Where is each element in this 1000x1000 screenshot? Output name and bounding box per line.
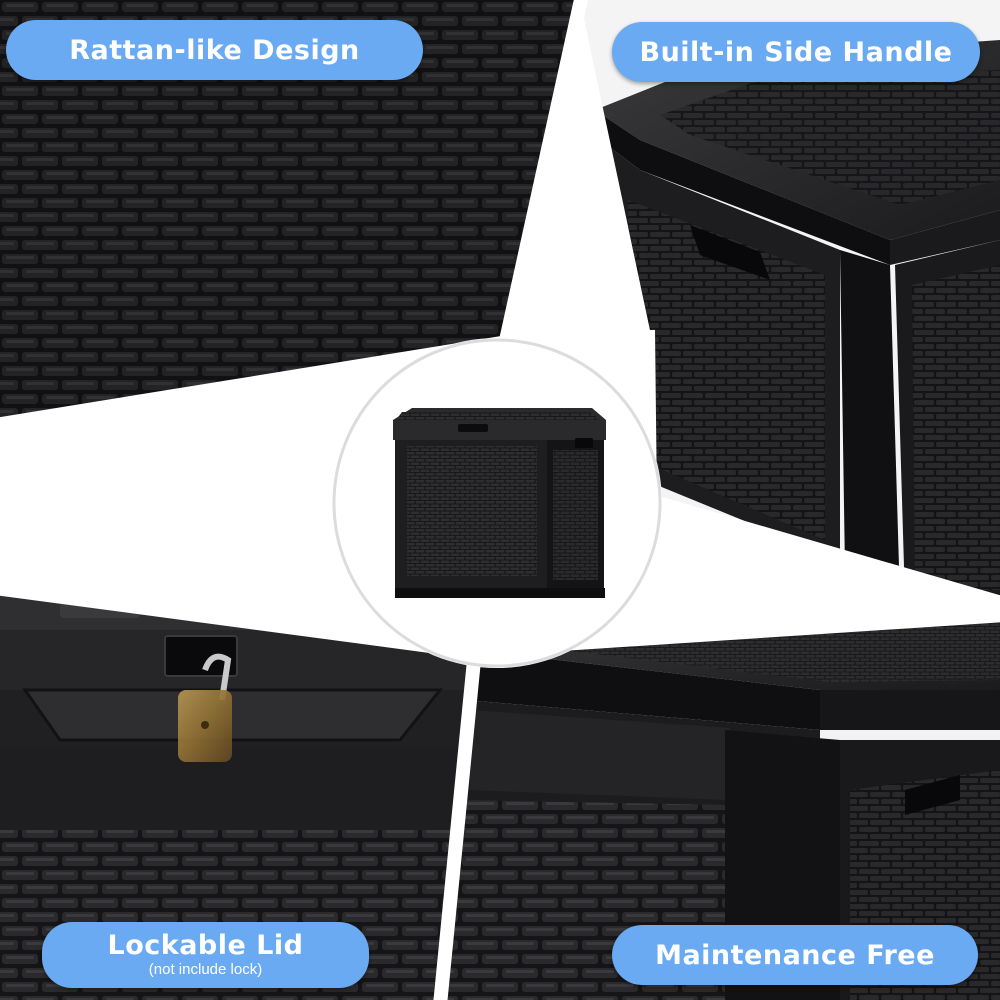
lock-not-included-note: (not include lock)	[148, 960, 263, 978]
rattan-design-label: Rattan-like Design	[69, 34, 360, 66]
side-handle-photo	[580, 0, 1000, 600]
lockable-lid-label: Lockable Lid	[107, 930, 304, 962]
side-handle-label: Built-in Side Handle	[639, 36, 953, 68]
maintenance-free-badge: Maintenance Free	[612, 925, 978, 985]
rattan-design-badge: Rattan-like Design	[6, 20, 423, 80]
maintenance-free-label: Maintenance Free	[655, 939, 935, 971]
side-handle-badge: Built-in Side Handle	[612, 22, 980, 82]
product-overview-circle	[332, 338, 662, 668]
lockable-lid-badge: Lockable Lid (not include lock)	[42, 922, 369, 988]
